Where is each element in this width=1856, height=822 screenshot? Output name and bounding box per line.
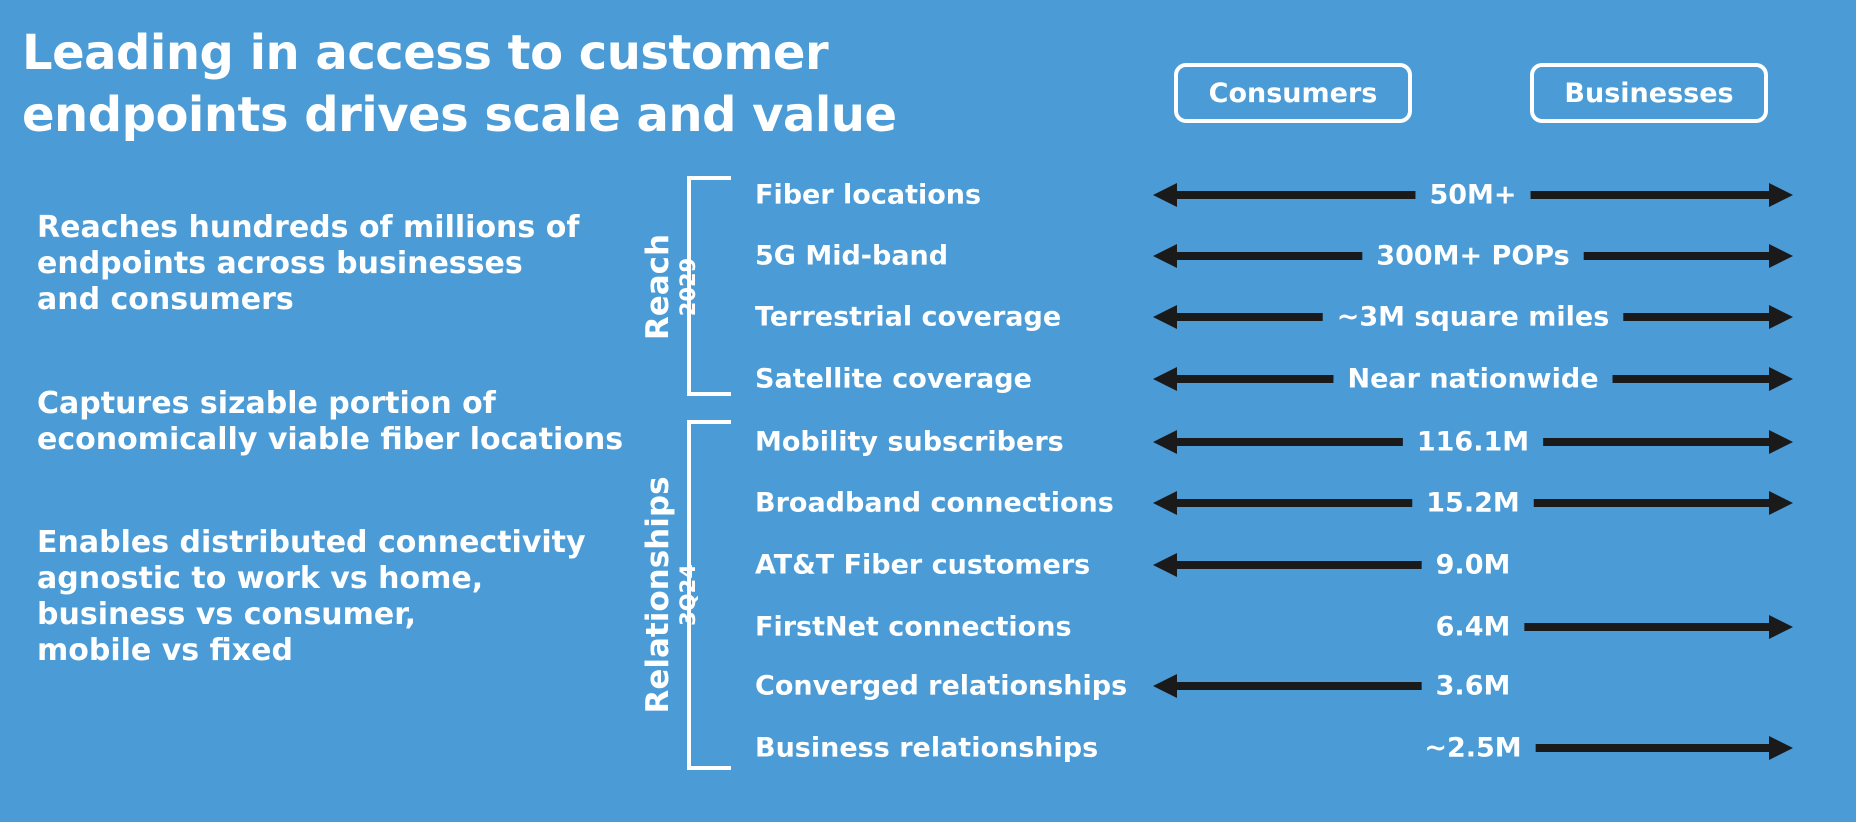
consumers-arrow-head: [1153, 430, 1177, 454]
consumers-arrow-head: [1153, 553, 1177, 577]
metric-label: 5G Mid-band: [755, 240, 949, 272]
point-reach: Reaches hundreds of millions of endpoint…: [37, 210, 579, 318]
consumers-arrow-head: [1153, 244, 1177, 268]
metric-label: Business relationships: [755, 732, 1099, 764]
consumers-header: Consumers: [1174, 63, 1412, 123]
businesses-header: Businesses: [1530, 63, 1768, 123]
point-line: and consumers: [37, 282, 294, 317]
consumers-arrow-head: [1153, 305, 1177, 329]
point-line: agnostic to work vs home,: [37, 561, 484, 596]
metric-label: FirstNet connections: [755, 611, 1072, 643]
businesses-arrow-head: [1769, 430, 1793, 454]
businesses-arrow-head: [1769, 305, 1793, 329]
point-line: economically viable fiber locations: [37, 422, 624, 457]
businesses-arrow-head: [1769, 244, 1793, 268]
consumers-arrow-head: [1153, 183, 1177, 207]
metric-label: Mobility subscribers: [755, 426, 1064, 458]
point-line: Reaches hundreds of millions of: [37, 210, 580, 245]
metric-label: AT&T Fiber customers: [755, 549, 1091, 581]
businesses-arrow-head: [1769, 491, 1793, 515]
businesses-arrow-head: [1769, 183, 1793, 207]
point-fiber: Captures sizable portion of economically…: [37, 386, 623, 458]
consumers-arrow-head: [1153, 491, 1177, 515]
point-line: mobile vs fixed: [37, 633, 293, 668]
metric-value: 15.2M: [1426, 487, 1520, 519]
metric-value: 50M+: [1429, 179, 1517, 211]
point-line: Enables distributed connectivity: [37, 525, 586, 560]
metric-label: Converged relationships: [755, 670, 1128, 702]
businesses-arrow-head: [1769, 367, 1793, 391]
metric-label: Broadband connections: [755, 487, 1114, 519]
point-line: Captures sizable portion of: [37, 386, 496, 421]
metric-value: ~2.5M: [1424, 732, 1522, 764]
consumers-arrow-head: [1153, 674, 1177, 698]
metric-value: 300M+ POPs: [1376, 240, 1570, 272]
metric-value: Near nationwide: [1347, 363, 1599, 395]
metric-label: Fiber locations: [755, 179, 982, 211]
page-title: Leading in access to customer endpoints …: [22, 22, 897, 146]
point-line: business vs consumer,: [37, 597, 417, 632]
metric-value: 3.6M: [1435, 670, 1511, 702]
title-line-2: endpoints drives scale and value: [22, 87, 897, 143]
title-line-1: Leading in access to customer: [22, 25, 829, 81]
businesses-arrow-head: [1769, 615, 1793, 639]
point-line: endpoints across businesses: [37, 246, 523, 281]
metric-label: Terrestrial coverage: [755, 301, 1062, 333]
businesses-arrow-head: [1769, 736, 1793, 760]
metric-value: 9.0M: [1435, 549, 1511, 581]
reach-bracket: [687, 176, 731, 396]
metric-value: 6.4M: [1435, 611, 1511, 643]
point-connectivity: Enables distributed connectivity agnosti…: [37, 525, 586, 669]
metric-label: Satellite coverage: [755, 363, 1032, 395]
relationships-bracket: [687, 420, 731, 770]
metric-value: ~3M square miles: [1336, 301, 1610, 333]
metric-value: 116.1M: [1416, 426, 1530, 458]
consumers-arrow-head: [1153, 367, 1177, 391]
